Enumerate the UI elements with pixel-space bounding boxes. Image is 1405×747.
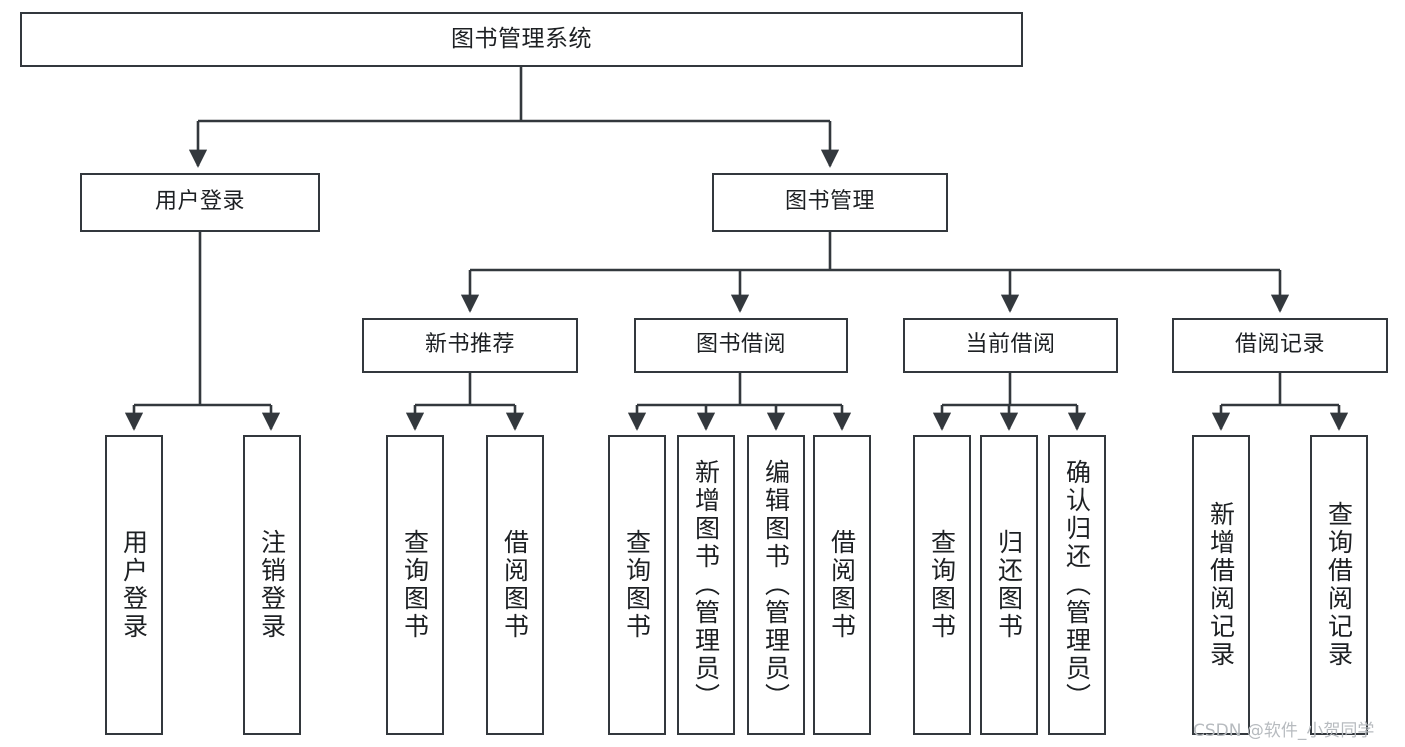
node-label: 用户登录	[119, 529, 149, 641]
node-label: 当前借阅	[965, 332, 1056, 358]
node-label: 新书推荐	[424, 332, 515, 358]
leaf-query-borrow-record[interactable]: 查询借阅记录	[1310, 435, 1368, 735]
leaf-edit-book-admin[interactable]: 编辑图书（管理员）	[747, 435, 805, 735]
leaf-query-book-borrow[interactable]: 查询图书	[608, 435, 666, 735]
node-label: 查询图书	[927, 529, 957, 641]
node-label: 图书借阅	[695, 332, 786, 358]
node-label: 查询借阅记录	[1324, 501, 1354, 669]
leaf-query-book-current[interactable]: 查询图书	[913, 435, 971, 735]
leaf-query-book-newbook[interactable]: 查询图书	[386, 435, 444, 735]
node-user-login[interactable]: 用户登录	[80, 173, 320, 232]
node-label: 编辑图书（管理员）	[761, 459, 791, 711]
node-label: 归还图书	[994, 529, 1024, 641]
node-label: 新增图书（管理员）	[691, 459, 721, 711]
leaf-return-book[interactable]: 归还图书	[980, 435, 1038, 735]
node-book-management[interactable]: 图书管理	[712, 173, 948, 232]
node-label: 新增借阅记录	[1206, 501, 1236, 669]
node-label: 图书管理系统	[451, 25, 592, 52]
leaf-user-login[interactable]: 用户登录	[105, 435, 163, 735]
node-new-book-recommend[interactable]: 新书推荐	[362, 318, 578, 373]
node-label: 查询图书	[622, 529, 652, 641]
leaf-add-book-admin[interactable]: 新增图书（管理员）	[677, 435, 735, 735]
node-borrow-record[interactable]: 借阅记录	[1172, 318, 1388, 373]
leaf-add-borrow-record[interactable]: 新增借阅记录	[1192, 435, 1250, 735]
leaf-logout[interactable]: 注销登录	[243, 435, 301, 735]
node-root-system[interactable]: 图书管理系统	[20, 12, 1023, 67]
node-current-borrow[interactable]: 当前借阅	[903, 318, 1118, 373]
node-label: 确认归还（管理员）	[1062, 459, 1092, 711]
node-label: 借阅图书	[827, 529, 857, 641]
node-label: 借阅记录	[1234, 332, 1325, 358]
node-label: 用户登录	[154, 189, 245, 215]
node-label: 图书管理	[784, 189, 875, 215]
node-book-borrow[interactable]: 图书借阅	[634, 318, 848, 373]
node-label: 注销登录	[257, 529, 287, 641]
leaf-confirm-return-admin[interactable]: 确认归还（管理员）	[1048, 435, 1106, 735]
node-label: 查询图书	[400, 529, 430, 641]
leaf-borrow-book-newbook[interactable]: 借阅图书	[486, 435, 544, 735]
leaf-borrow-book-borrow[interactable]: 借阅图书	[813, 435, 871, 735]
node-label: 借阅图书	[500, 529, 530, 641]
csdn-watermark: CSDN @软件_小贺同学	[1193, 721, 1375, 741]
